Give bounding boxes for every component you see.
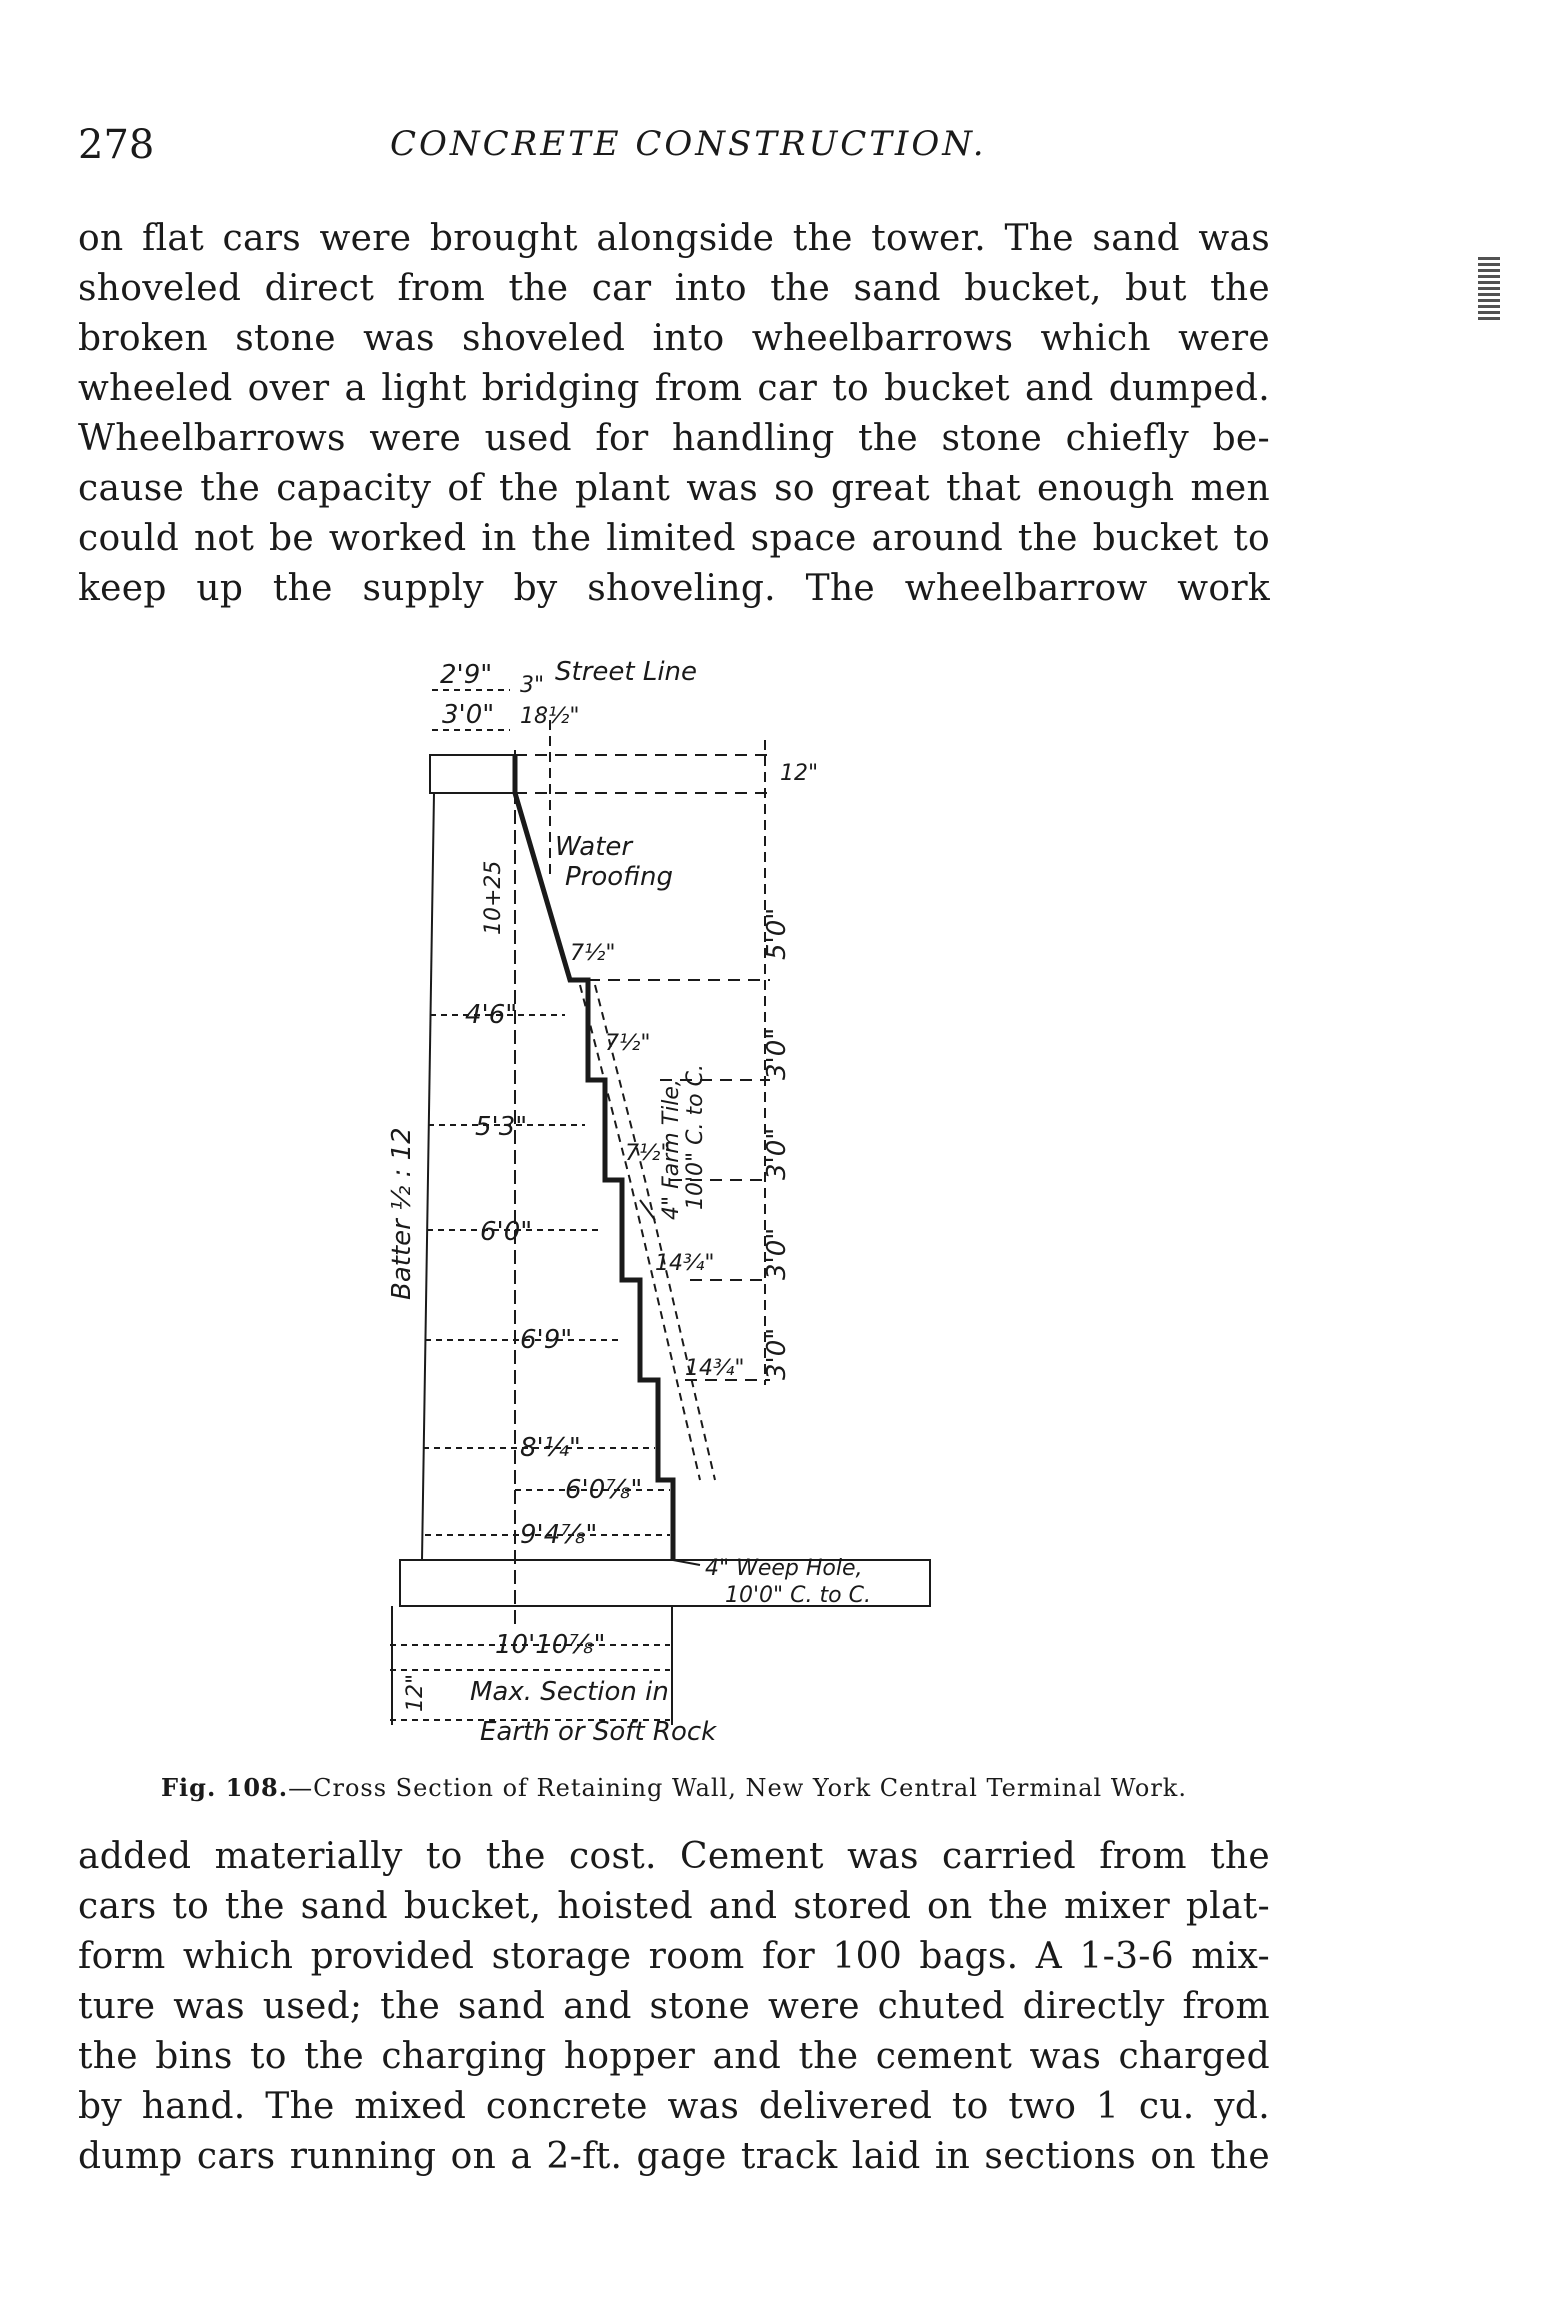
text-line: wheeled over a light bridging from car t… <box>78 368 1270 409</box>
text-line: could not be worked in the limited space… <box>78 518 1270 559</box>
label-10-10-7-8: 10'10⅞" <box>495 1630 605 1660</box>
water-proofing-line-2 <box>594 984 716 1481</box>
retaining-wall-figure: Street Line 2'9" 3" 3'0" 18½" 12" Water … <box>370 640 970 1760</box>
label-6-0: 6'0" <box>480 1217 532 1247</box>
text-line: the bins to the charging hopper and the … <box>78 2036 1270 2077</box>
label-4-6: 4'6" <box>465 1000 517 1030</box>
margin-mark <box>1478 255 1500 320</box>
label-water: Water <box>555 832 634 862</box>
label-farm-tile-2: 10'0" C. to C. <box>683 1064 708 1210</box>
label-14-3q-a: 14¾" <box>655 1251 714 1276</box>
label-batter: Batter ½ : 12 <box>387 1127 417 1300</box>
text-line: shoveled direct from the car into the sa… <box>78 268 1270 309</box>
label-street-line: Street Line <box>555 657 697 687</box>
wall-stepped-face <box>512 755 676 1560</box>
text-line: broken stone was shoveled into wheelbarr… <box>78 318 1270 359</box>
label-3-0-c: 3'0" <box>762 1228 792 1280</box>
label-7-half-b: 7½" <box>605 1031 650 1056</box>
text-line: added materially to the cost. Cement was… <box>78 1836 1270 1877</box>
label-7-half-a: 7½" <box>570 941 615 966</box>
text-line: by hand. The mixed concrete was delivere… <box>78 2086 1270 2127</box>
label-max-section-2: Earth or Soft Rock <box>480 1717 717 1747</box>
label-5-3: 5'3" <box>475 1112 527 1142</box>
label-7-half-c: 7½" <box>625 1141 670 1166</box>
text-line: dump cars running on a 2-ft. gage track … <box>78 2136 1270 2177</box>
page-number: 278 <box>78 122 155 168</box>
figure-caption-label: Fig. 108. <box>161 1773 289 1802</box>
text-line: cause the capacity of the plant was so g… <box>78 468 1270 509</box>
weep-hole-leader <box>672 1559 701 1566</box>
running-head: CONCRETE CONSTRUCTION. <box>390 124 987 164</box>
label-3-0-d: 3'0" <box>762 1328 792 1380</box>
wall-footing <box>399 1559 931 1607</box>
label-2-9: 2'9" <box>440 660 492 690</box>
text-line: on flat cars were brought alongside the … <box>78 218 1270 259</box>
label-8-1q: 8'¼" <box>520 1433 581 1463</box>
label-6-0-7-8: 6'0⅞" <box>565 1475 642 1505</box>
text-line: Wheelbarrows were used for handling the … <box>78 418 1270 459</box>
label-max-section-1: Max. Section in <box>470 1677 669 1707</box>
paragraph-bottom: added materially to the cost. Cement was… <box>78 1832 1270 2182</box>
label-12-bottom: 12" <box>403 1674 428 1712</box>
label-5-0: 5'0" <box>762 908 792 960</box>
text-line: keep up the supply by shoveling. The whe… <box>78 568 1270 609</box>
figure-caption: Fig. 108.—Cross Section of Retaining Wal… <box>78 1773 1270 1802</box>
water-proofing-line <box>579 984 701 1481</box>
text-line: form which provided storage room for 100… <box>78 1936 1270 1977</box>
label-6-9: 6'9" <box>520 1325 572 1355</box>
text-line: ture was used; the sand and stone were c… <box>78 1986 1270 2027</box>
label-proofing: Proofing <box>565 862 673 892</box>
cross-section-drawing: Street Line 2'9" 3" 3'0" 18½" 12" Water … <box>387 657 931 1747</box>
label-12-right: 12" <box>780 761 818 786</box>
figure-caption-text: —Cross Section of Retaining Wall, New Yo… <box>288 1774 1187 1802</box>
label-3-0-b: 3'0" <box>762 1128 792 1180</box>
text-line: cars to the sand bucket, hoisted and sto… <box>78 1886 1270 1927</box>
label-10-25: 10+25 <box>481 861 506 935</box>
label-3: 3" <box>520 673 544 698</box>
label-3-0-a: 3'0" <box>762 1028 792 1080</box>
label-weep-hole-1: 4" Weep Hole, <box>705 1556 863 1581</box>
wall-back-face <box>421 792 435 1561</box>
label-14-3q-b: 14¾" <box>685 1356 744 1381</box>
label-weep-hole-2: 10'0" C. to C. <box>725 1583 871 1608</box>
wall-cap <box>429 754 516 794</box>
label-3-0-top: 3'0" <box>442 700 494 730</box>
label-farm-tile-1: 4" Farm Tile, <box>659 1079 684 1220</box>
farm-tile-leader <box>639 1199 656 1221</box>
paragraph-top: on flat cars were brought alongside the … <box>78 214 1270 614</box>
label-18-half: 18½" <box>520 704 579 729</box>
label-9-4-7-8: 9'4⅞" <box>520 1520 597 1550</box>
